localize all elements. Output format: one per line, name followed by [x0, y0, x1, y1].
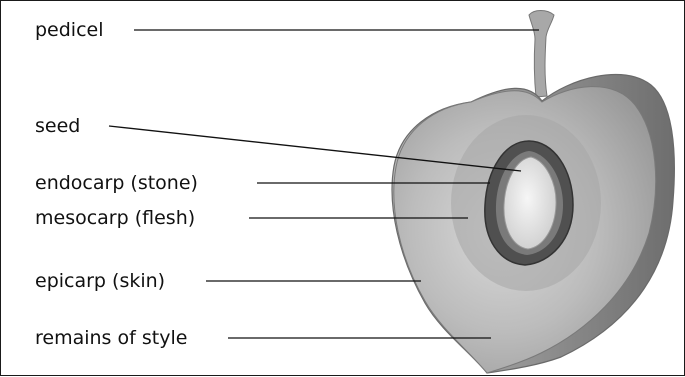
label-pedicel: pedicel [35, 19, 104, 41]
pedicel-stalk [529, 11, 554, 98]
label-epicarp: epicarp (skin) [35, 270, 165, 292]
label-seed: seed [35, 115, 80, 137]
label-mesocarp: mesocarp (flesh) [35, 207, 195, 229]
label-remains-of-style: remains of style [35, 327, 187, 349]
label-endocarp: endocarp (stone) [35, 172, 198, 194]
